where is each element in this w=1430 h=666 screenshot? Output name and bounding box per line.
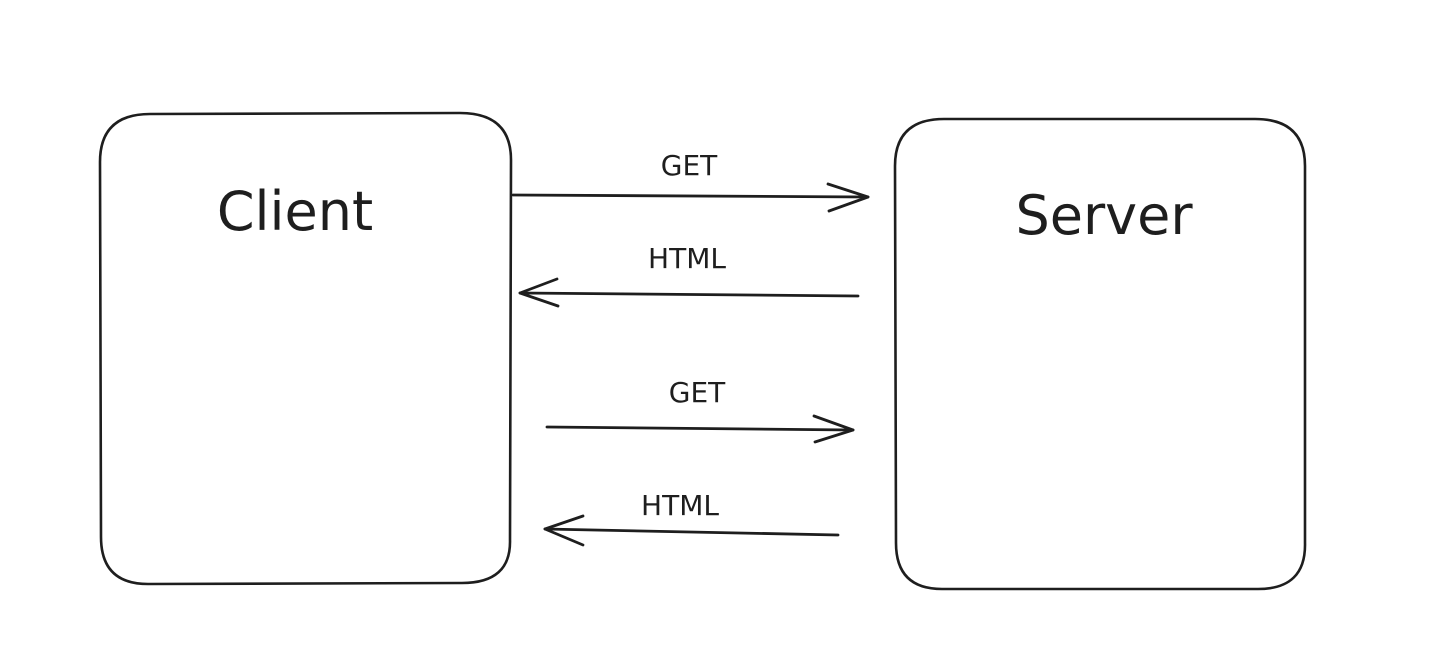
arrow-head-left-4 [543, 514, 585, 547]
edge-html-response-1[interactable]: HTML [518, 242, 860, 308]
arrow-line-1 [511, 193, 870, 199]
client-box [98, 111, 513, 586]
client-node[interactable]: Client [98, 111, 513, 586]
arrow-head-left-2 [518, 277, 560, 308]
edge-label-get-2: GET [669, 376, 726, 409]
arrow-head-right-3 [812, 414, 855, 444]
edge-get-request-1[interactable]: GET [511, 149, 870, 213]
arrow-line-2 [518, 291, 860, 298]
arrow-head-right-1 [826, 182, 870, 213]
edge-label-get-1: GET [661, 149, 718, 182]
client-label: Client [217, 180, 373, 243]
server-node[interactable]: Server [893, 117, 1307, 591]
edge-get-request-2[interactable]: GET [545, 376, 855, 444]
edge-label-html-1: HTML [648, 242, 726, 275]
arrow-line-4 [543, 527, 840, 537]
edge-html-response-2[interactable]: HTML [543, 489, 840, 547]
server-label: Server [1015, 184, 1193, 247]
edge-label-html-2: HTML [641, 489, 719, 522]
server-box [893, 117, 1307, 591]
arrow-line-3 [545, 425, 855, 432]
